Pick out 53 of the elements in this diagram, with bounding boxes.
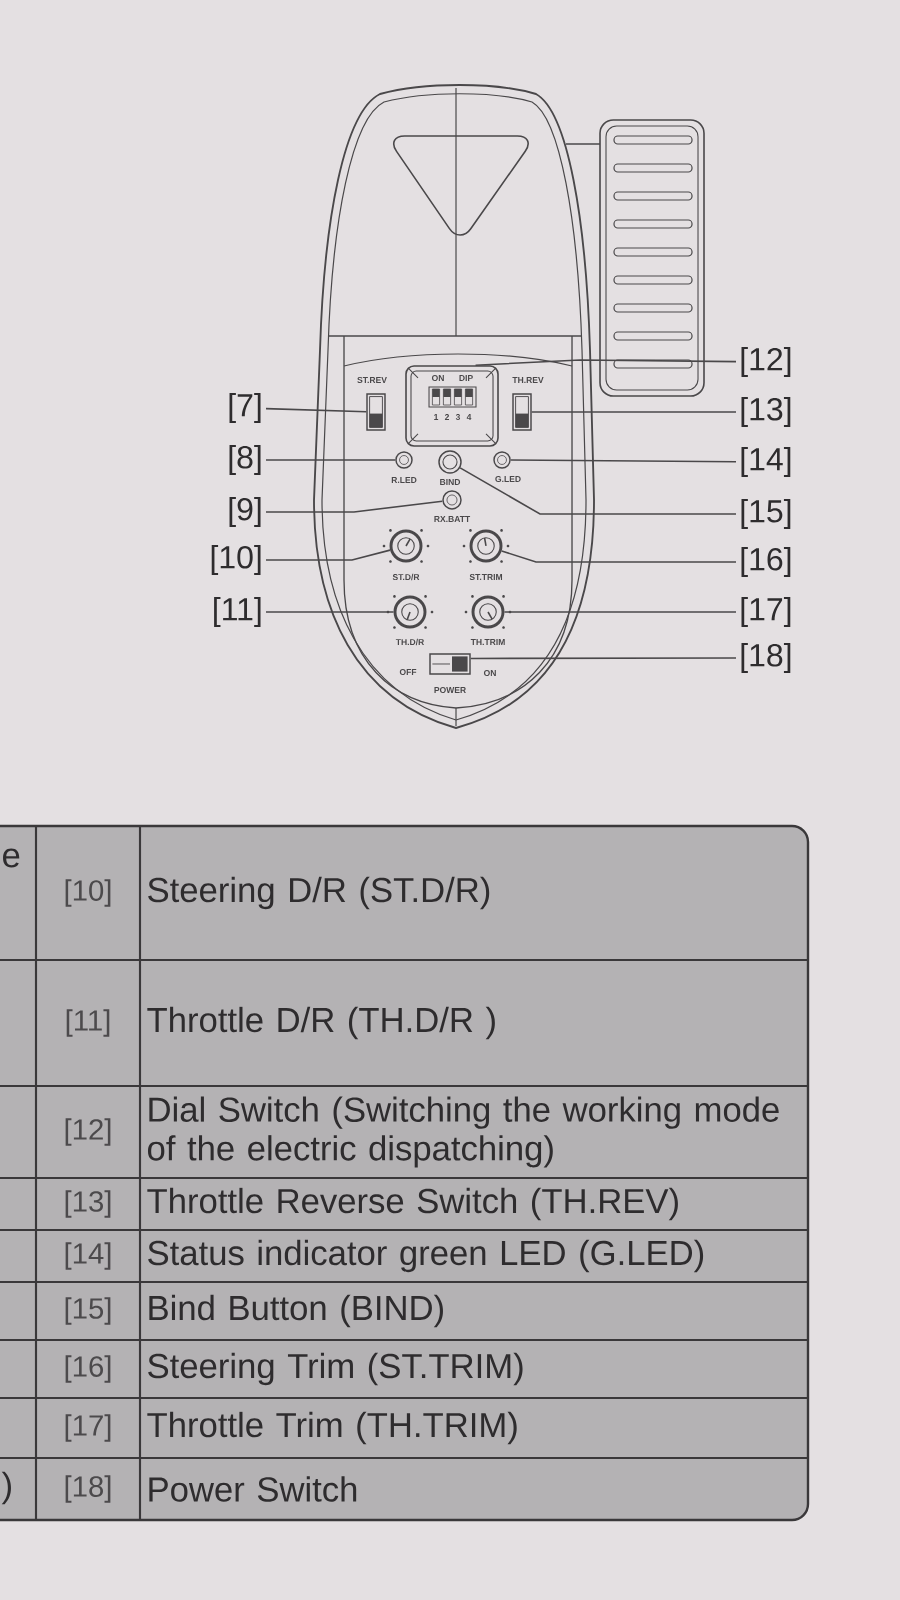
item-description: Bind Button (BIND): [149, 1294, 443, 1328]
item-description: Throttle D/R (TH.D/R ): [147, 1006, 495, 1040]
led: [395, 451, 413, 469]
leader-line: [459, 467, 737, 515]
item-description: Power Switch: [149, 1476, 357, 1502]
item-number: [15]: [65, 1297, 111, 1325]
item-number: [12]: [65, 1118, 111, 1146]
leader-line: [500, 550, 737, 563]
item-description: Status indicator green LED (G.LED): [148, 1239, 704, 1273]
leader-line: [474, 359, 737, 366]
leader-line: [509, 459, 737, 463]
item-number: [11]: [66, 1009, 110, 1037]
callout-number: [17]: [741, 597, 791, 627]
callout-number: [13]: [741, 397, 791, 427]
callout-number: [10]: [211, 545, 261, 575]
cut-off-text: e: [3, 848, 20, 868]
led: [442, 490, 462, 510]
knob: [382, 529, 430, 563]
slide-switch: [429, 653, 471, 675]
item-number: [13]: [65, 1190, 111, 1218]
leader-line: [265, 611, 395, 613]
toggle-switch: [366, 393, 386, 431]
item-description: Throttle Trim (TH.TRIM): [147, 1411, 517, 1445]
item-description: Steering Trim (ST.TRIM): [148, 1352, 523, 1386]
item-description: Steering D/R (ST.D/R): [148, 876, 490, 910]
callout-number: [11]: [214, 597, 261, 627]
callout-number: [14]: [741, 447, 791, 477]
leader-line: [265, 407, 368, 413]
push-button: [438, 450, 462, 474]
callout-number: [16]: [741, 547, 791, 577]
leader-line: [530, 411, 737, 413]
callout-number: [9]: [229, 497, 261, 527]
item-number: [10]: [65, 879, 111, 907]
callout-number: [8]: [229, 445, 261, 475]
item-number: [14]: [65, 1242, 111, 1270]
led: [493, 451, 511, 469]
callout-number: [12]: [741, 347, 791, 377]
leader-line: [265, 549, 391, 561]
leader-line: [469, 657, 737, 660]
leader-line: [265, 459, 397, 461]
callout-number: [18]: [741, 643, 791, 673]
item-number: [17]: [65, 1414, 111, 1442]
item-description: Dial Switch (Switching the working mode of the electric dispatching): [148, 1096, 779, 1168]
toggle-switch: [512, 393, 532, 431]
item-number: [16]: [65, 1355, 111, 1383]
leader-line: [265, 500, 444, 513]
knob: [462, 529, 510, 563]
item-description: Throttle Reverse Switch (TH.REV): [147, 1187, 678, 1221]
leader-line: [503, 611, 737, 613]
item-number: [18]: [65, 1475, 111, 1503]
callout-number: [15]: [741, 499, 791, 529]
callout-number: [7]: [229, 393, 261, 423]
cut-off-text: ): [1, 1471, 11, 1505]
